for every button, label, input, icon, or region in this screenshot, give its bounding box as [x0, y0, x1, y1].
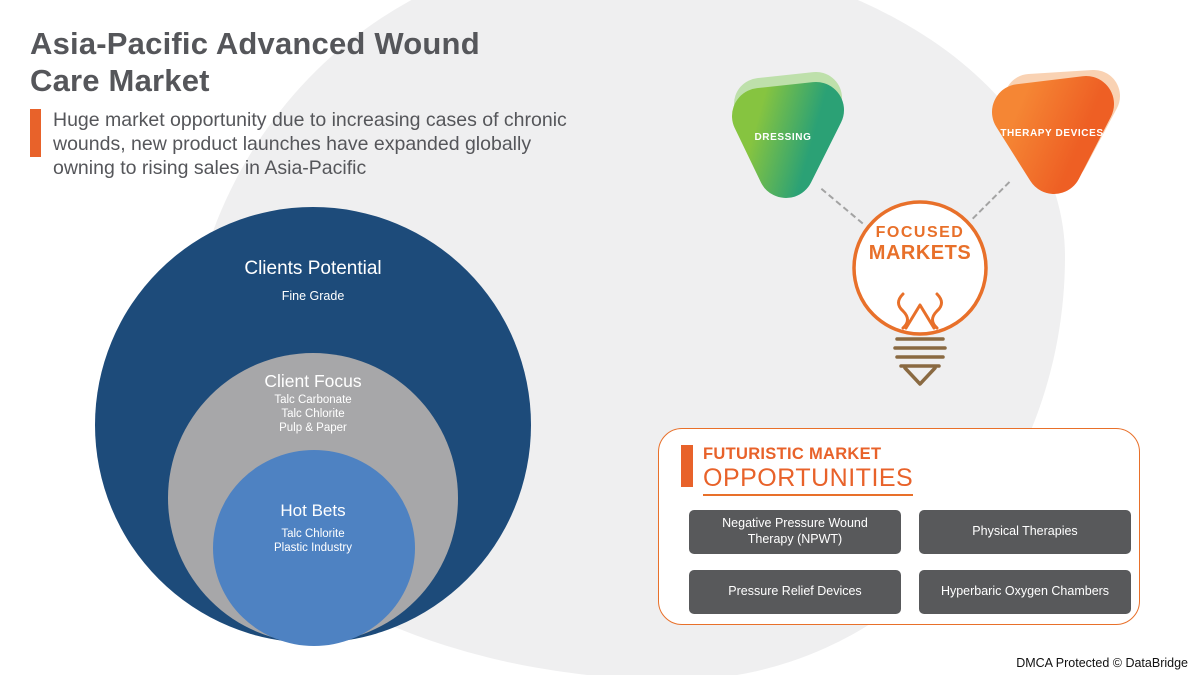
subtitle-text: Huge market opportunity due to increasin… [53, 109, 567, 179]
therapy-devices-blob: THERAPY DEVICES [962, 52, 1142, 222]
middle-circle-item: Talc Carbonate [274, 394, 352, 406]
opportunities-title-line1: FUTURISTIC MARKET [703, 445, 882, 463]
lightbulb-icon [852, 200, 988, 386]
opportunities-panel: FUTURISTIC MARKET OPPORTUNITIES Negative… [658, 428, 1140, 625]
opportunity-chip-npwt: Negative Pressure Wound Therapy (NPWT) [683, 510, 901, 561]
middle-circle-item: Talc Chlorite [281, 407, 345, 420]
inner-circle-item: Plastic Industry [274, 541, 352, 554]
inner-circle-item: Talc Chlorite [281, 528, 345, 540]
inner-circle-items: Talc Chlorite Plastic Industry [95, 528, 531, 556]
outer-circle-item: Fine Grade [281, 289, 345, 303]
outer-circle-title: Clients Potential [244, 258, 382, 279]
dressing-blob-shape [732, 72, 844, 198]
markets-label: MARKETS [868, 242, 972, 264]
opportunities-accent-bar [681, 445, 693, 487]
therapy-devices-label: THERAPY DEVICES [1000, 127, 1104, 139]
dressing-blob: DRESSING [698, 58, 868, 228]
focused-label: FOCUSED [875, 224, 965, 241]
focused-markets-title: FOCUSED MARKETS [845, 224, 995, 265]
inner-circle-title: Hot Bets [280, 501, 346, 520]
opportunities-title-block: FUTURISTIC MARKET OPPORTUNITIES [681, 445, 1117, 496]
opportunities-title-line2: OPPORTUNITIES [703, 464, 914, 496]
subtitle-block: Huge market opportunity due to increasin… [30, 109, 590, 180]
middle-circle-title: Client Focus [264, 371, 362, 391]
dmca-note: DMCA Protected © DataBridge [1016, 656, 1188, 670]
opportunities-grid: Negative Pressure Wound Therapy (NPWT) P… [683, 510, 1131, 621]
therapy-devices-blob-shape [992, 70, 1120, 194]
header: Asia-Pacific Advanced Wound Care Market … [30, 26, 590, 181]
page-title: Asia-Pacific Advanced Wound Care Market [30, 26, 480, 98]
dressing-label: DRESSING [754, 131, 812, 143]
middle-circle-item: Pulp & Paper [279, 421, 347, 434]
accent-bar [30, 109, 41, 158]
opportunity-chip-physical-therapies: Physical Therapies [913, 510, 1131, 561]
middle-circle-items: Talc Carbonate Talc Chlorite Pulp & Pape… [95, 394, 531, 435]
opportunity-chip-hyperbaric: Hyperbaric Oxygen Chambers [913, 570, 1131, 621]
opportunity-chip-pressure-relief: Pressure Relief Devices [683, 570, 901, 621]
inner-circle [213, 450, 415, 646]
